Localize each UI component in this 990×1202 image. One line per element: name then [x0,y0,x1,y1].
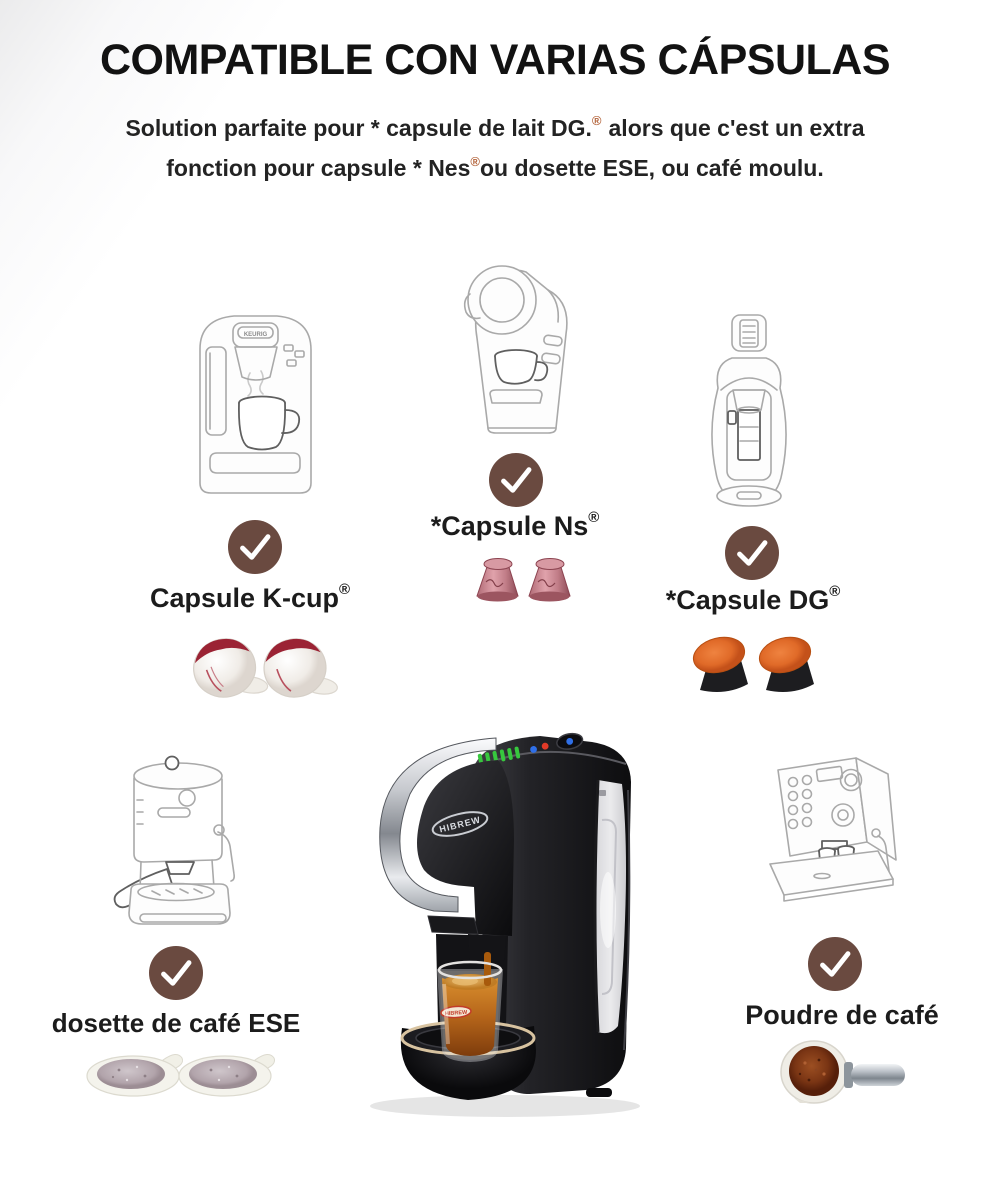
semi-auto-espresso-machine-sketch [750,738,910,928]
check-icon [725,526,779,580]
ese-pod [178,1054,275,1097]
check-icon [149,946,203,1000]
ese-pods [85,1042,275,1104]
dolce-gusto-machine-sketch [699,310,799,520]
svg-text:HIBREW: HIBREW [445,1010,468,1018]
label-dg: *Capsule DG® [665,583,841,615]
glass-logo: HIBREW [440,1005,472,1019]
label-powder: Poudre de café [745,1000,939,1030]
label-ns: *Capsule Ns® [430,509,600,541]
ns-capsule [476,558,519,602]
keurig-machine-sketch: KEURIG [180,303,330,508]
nespresso-capsules [474,552,574,604]
subtitle-line2: fonction pour capsule * Nes®ou dosette E… [166,153,824,182]
registered-mark: ® [338,581,351,598]
check-icon [489,453,543,507]
registered-mark: ® [591,113,602,128]
keurig-logo-text: KEURIG [244,332,268,338]
registered-mark: ® [588,509,600,526]
dg-capsule [692,636,748,692]
subtitle-line1: Solution parfaite pour * capsule de lait… [125,113,865,141]
portafilter-coffee-powder [772,1034,910,1106]
registered-mark: ® [829,583,841,600]
check-icon [808,937,862,991]
subtitle: Solution parfaite pour * capsule de lait… [0,105,990,186]
ns-capsule [528,558,571,602]
dolce-gusto-capsules [686,628,818,698]
pump-espresso-machine-sketch [100,750,250,945]
label-kcup: Capsule K-cup® [149,581,351,613]
label-ese: dosette de café ESE [51,1008,301,1038]
page-title: COMPATIBLE CON VARIAS CÁPSULAS [99,36,891,84]
ese-pod [86,1054,183,1097]
registered-mark: ® [470,153,480,169]
espresso-glass: HIBREW [436,952,504,1063]
dg-capsule [758,636,814,692]
k-cup-capsules [185,626,340,708]
check-icon [228,520,282,574]
coffee-pour-stream [484,952,491,986]
led-indicator-strip [477,732,584,766]
nespresso-machine-sketch [448,250,583,435]
hibrew-coffee-machine-photo: HIBREW HIBREW [340,720,660,1120]
